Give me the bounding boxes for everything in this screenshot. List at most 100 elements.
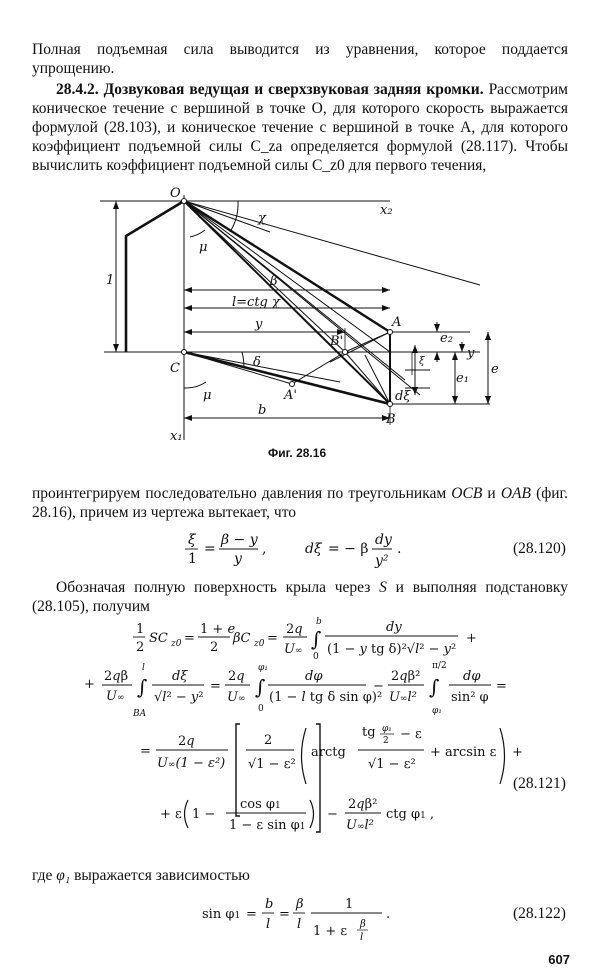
label-x1: x₁ [170,429,183,444]
svg-text:−: − [373,679,384,694]
svg-text:z0: z0 [170,639,182,649]
svg-text:∫: ∫ [429,675,439,699]
svg-text:=: = [204,541,216,557]
svg-text:+: + [512,745,523,760]
svg-text:.: . [386,907,390,922]
svg-text:tg: tg [362,725,376,740]
svg-text:β − y: β − y [220,532,259,548]
svg-text:2q: 2q [286,622,303,637]
svg-text:1: 1 [136,622,144,637]
label-A: A [391,315,401,330]
svg-text:ξ: ξ [188,532,197,548]
svg-text:y²: y² [374,553,389,569]
svg-text:φ₁: φ₁ [382,724,392,734]
svg-text:U∞l²: U∞l² [346,818,374,833]
surface-symbol: S [379,579,387,596]
svg-text:1: 1 [345,897,353,912]
svg-text:βC: βC [232,631,251,646]
svg-text:=: = [210,679,221,694]
label-y: y [254,317,263,332]
svg-text:=: = [496,679,507,694]
svg-text:0: 0 [258,704,264,714]
svg-text:= − β: = − β [328,541,368,557]
svg-text:dy: dy [386,620,402,635]
label-delta: δ [253,355,261,370]
svg-text:l: l [297,917,301,932]
svg-text:1 + e: 1 + e [200,622,235,637]
svg-text:√l² − y²: √l² − y² [154,690,203,705]
label-x2: x₂ [380,203,393,218]
svg-text:U∞: U∞ [227,690,245,705]
svg-text:β: β [359,919,366,930]
label-O: O [170,186,181,201]
paragraph-integrate: проинтегрируем последовательно давления … [32,484,568,522]
svg-text:(1 − y tg δ)²√l² − y²: (1 − y tg δ)²√l² − y² [327,642,456,657]
section-title: Дозвуковая ведущая и сверхзвуковая задня… [103,81,484,98]
point-A [387,329,393,335]
paragraph-phi-text-c: выражается зависимостью [74,867,250,884]
svg-text:U∞: U∞ [284,642,302,657]
svg-text:U∞(1 − ε²): U∞(1 − ε²) [157,756,225,771]
svg-text:2: 2 [383,736,389,746]
svg-text:2: 2 [210,640,218,655]
svg-text:√1 − ε²: √1 − ε² [248,757,296,772]
svg-text:U∞l²: U∞l² [389,690,417,705]
svg-text:2q: 2q [228,669,245,684]
svg-text:l: l [142,663,145,673]
svg-text:π/2: π/2 [432,661,447,671]
label-y-right: y [466,346,475,361]
svg-text:2: 2 [264,733,272,748]
svg-text:b: b [316,617,322,627]
paragraph-phi: где φ₁ выражается зависимостью [32,866,568,885]
label-e1: e₁ [456,371,469,386]
label-e2: e₂ [440,331,453,346]
triangle-ocb: OCB [451,485,483,502]
label-dxi: dξ [395,389,411,404]
svg-text:=: = [184,631,195,646]
point-B-prime [342,349,348,355]
svg-text:∫: ∫ [255,675,265,699]
svg-text:b: b [265,897,273,912]
eq-number-28-121: (28.121) [513,775,566,792]
svg-text:φ₁: φ₁ [432,706,442,716]
svg-text:l: l [266,917,270,932]
label-C: C [170,361,180,376]
svg-text:dy: dy [375,532,393,548]
svg-text:1 − ε sin φ1: 1 − ε sin φ1 [229,818,305,833]
paragraph-integrate-text-c: и [487,485,496,502]
paragraph-intro: Полная подъемная сила выводится из уравн… [32,40,568,78]
svg-text:0: 0 [313,652,319,662]
svg-text:2qβ²: 2qβ² [391,669,420,684]
triangle-oab: OAB [500,485,531,502]
svg-text:,: , [262,541,266,557]
point-C [181,349,187,355]
phi-symbol: φ₁ [56,867,71,884]
svg-text:ctg φ1 ,: ctg φ1 , [386,807,434,822]
svg-text:=: = [246,907,257,922]
eq-number-28-120: (28.120) [513,540,566,557]
svg-text:z0: z0 [253,639,265,649]
point-A-prime [289,381,295,387]
label-one: 1 [106,273,114,288]
svg-text:dξ: dξ [305,541,323,557]
svg-text:y: y [233,551,243,567]
paragraph-integrate-text-e: (фиг. 28.16), причем из чертежа вытекает… [32,485,569,521]
svg-text:2q: 2q [178,734,195,749]
figure-caption: Фиг. 28.16 [268,446,327,460]
svg-text:l: l [360,932,363,943]
paragraph-intro-text: Полная подъемная сила выводится из уравн… [32,41,568,77]
svg-text:1: 1 [188,551,197,567]
svg-text:=: = [267,631,278,646]
svg-text:dφ: dφ [305,669,323,684]
section-paragraph: 28.4.2. Дозвуковая ведущая и сверхзвуков… [32,80,568,175]
svg-text:+ arcsin ε: + arcsin ε [430,745,497,760]
svg-text:−: − [327,807,338,822]
eq-number-28-122: (28.122) [513,905,566,922]
point-B [387,401,393,407]
svg-text:φ₁: φ₁ [258,663,268,673]
